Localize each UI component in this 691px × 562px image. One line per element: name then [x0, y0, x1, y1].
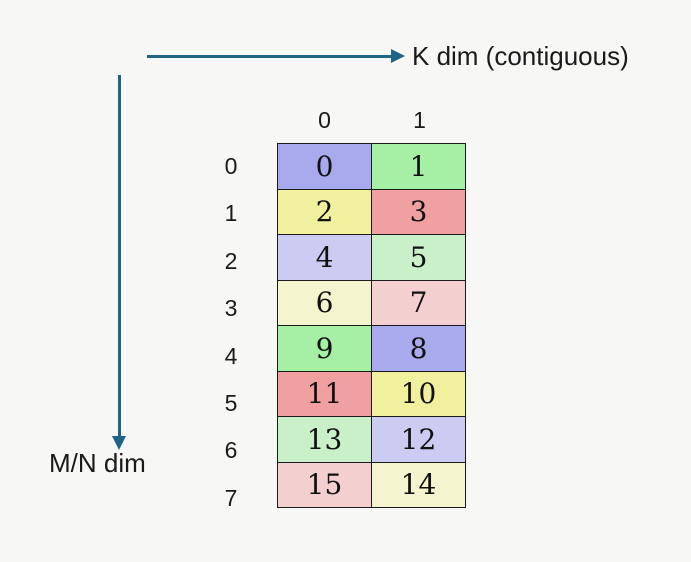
mn-dim-label: M/N dim: [49, 448, 146, 478]
row-label: 2: [224, 247, 238, 274]
row-label: 5: [224, 389, 238, 416]
grid-cell: 15: [277, 461, 372, 508]
grid-cell: 4: [277, 234, 372, 281]
k-dim-label: K dim (contiguous): [412, 41, 629, 71]
grid-cell: 11: [277, 370, 372, 417]
row-label: 1: [224, 200, 238, 227]
col-header: 1: [413, 107, 426, 133]
row-label: 7: [224, 484, 238, 511]
row-label: 6: [224, 437, 238, 464]
grid-cell: 14: [371, 461, 466, 508]
grid-cell: 12: [371, 416, 466, 463]
grid-cell: 0: [277, 143, 372, 190]
grid-cell: 13: [277, 416, 372, 463]
row-label: 4: [224, 342, 238, 369]
mn-dim-arrow-line: [118, 75, 121, 437]
grid-cell: 2: [277, 188, 372, 235]
row-label: 0: [224, 153, 238, 179]
grid-cell: 10: [371, 370, 466, 417]
grid-cell: 5: [371, 234, 466, 281]
grid-cell: 3: [371, 188, 466, 235]
grid-cell: 7: [371, 279, 466, 326]
mn-dim-arrowhead-icon: [112, 436, 126, 450]
row-labels: 0 1 2 3 4 5 6 7: [209, 143, 253, 522]
grid-cell: 6: [277, 279, 372, 326]
row-label: 3: [224, 295, 238, 322]
grid-cell: 8: [371, 325, 466, 372]
grid-cell: 1: [371, 143, 466, 190]
k-dim-arrow-line: [147, 55, 392, 58]
col-header: 0: [318, 107, 331, 133]
k-dim-arrowhead-icon: [391, 49, 405, 63]
grid-cell: 9: [277, 325, 372, 372]
